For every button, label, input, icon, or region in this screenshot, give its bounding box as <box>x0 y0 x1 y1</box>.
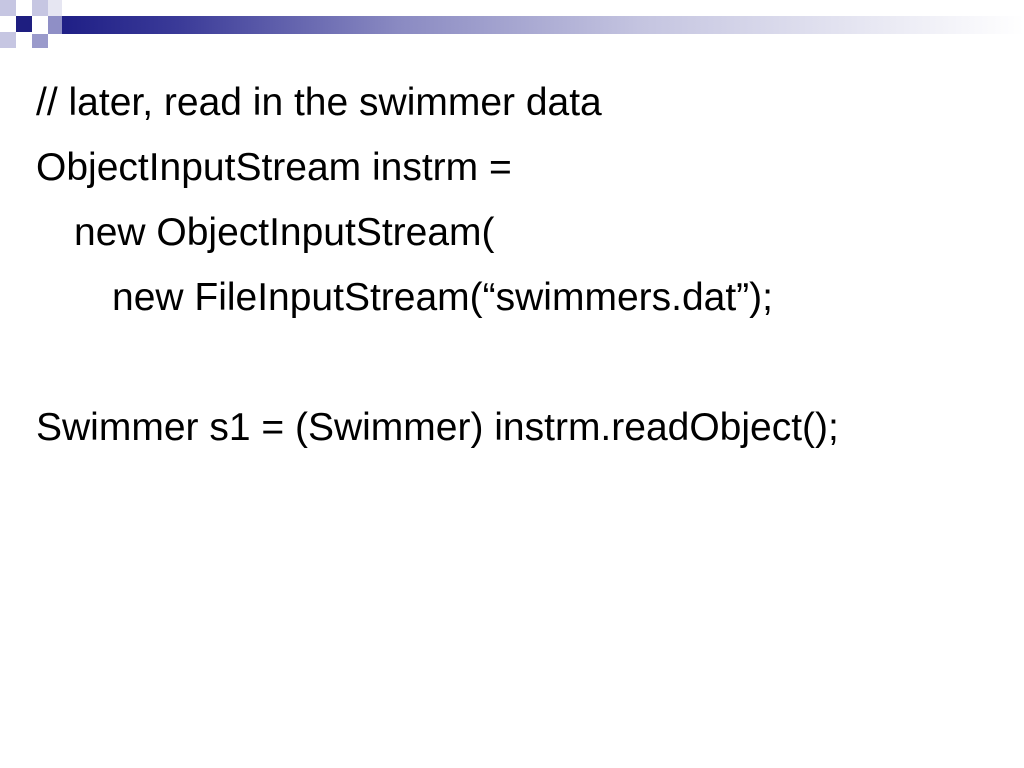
code-line-object-input-stream: new ObjectInputStream( <box>74 211 495 254</box>
code-line-read-object: Swimmer s1 = (Swimmer) instrm.readObject… <box>36 406 839 449</box>
code-line-file-input-stream: new FileInputStream(“swimmers.dat”); <box>112 276 773 319</box>
slide-content: // later, read in the swimmer data Objec… <box>36 70 996 460</box>
header-square <box>16 16 32 32</box>
code-line-declaration: ObjectInputStream instrm = <box>36 146 512 189</box>
code-line-comment: // later, read in the swimmer data <box>36 81 602 124</box>
header-square <box>48 16 62 34</box>
header-gradient-bar <box>62 16 1024 34</box>
header-square <box>0 32 16 48</box>
header-square <box>48 0 62 16</box>
blank-line <box>36 330 996 395</box>
header-square <box>32 34 48 48</box>
header-square <box>32 0 48 16</box>
header-square <box>0 0 16 16</box>
